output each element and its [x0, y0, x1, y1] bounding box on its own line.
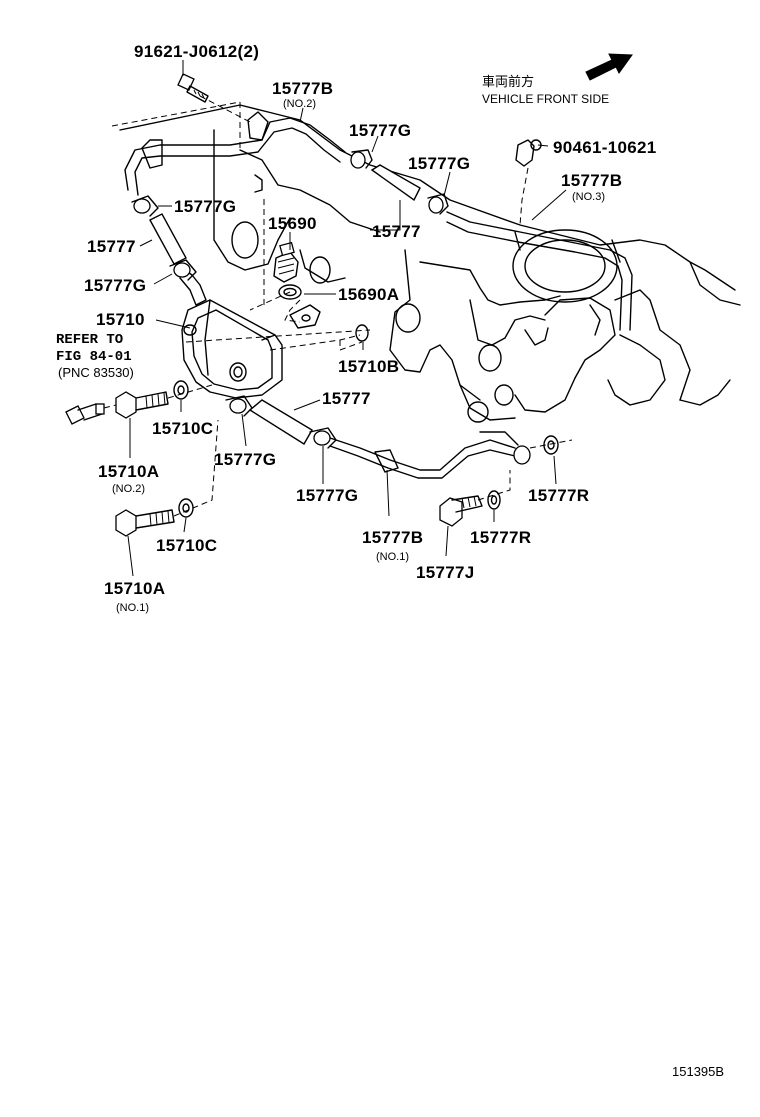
water-hoses: [124, 111, 633, 479]
gasket-15690A: [278, 284, 302, 300]
illustration-code: 151395B: [672, 1064, 724, 1079]
oil-cooler: [181, 299, 283, 399]
valve-15690: [273, 241, 299, 283]
front-direction-arrow-icon: [585, 53, 633, 81]
label-15777B-no3: 15777B: [561, 171, 622, 190]
label-15710A-no1-sub: (NO.1): [116, 602, 149, 614]
label-15710: 15710: [96, 310, 145, 329]
hardware: [65, 73, 559, 537]
engine-block-illustration: [119, 104, 741, 423]
label-15710A-no2-sub: (NO.2): [112, 483, 145, 495]
label-15777G-left2: 15777G: [84, 276, 146, 295]
pressure-sensor: [65, 403, 105, 425]
label-15777-mid: 15777: [322, 389, 371, 408]
label-15710C-lower: 15710C: [156, 536, 217, 555]
label-90461: 90461-10621: [553, 138, 657, 157]
label-15710A-no1: 15710A: [104, 579, 165, 598]
clamp-15777G-lower: [225, 395, 253, 417]
bolt-15710A-no2: [115, 391, 169, 419]
gasket-15777R-right: [543, 435, 559, 455]
label-15710B: 15710B: [338, 357, 399, 376]
label-15690A: 15690A: [338, 285, 399, 304]
bolt-15710A-no1: [115, 509, 175, 537]
label-15777-top: 15777: [372, 222, 421, 241]
bolt-91621: [177, 73, 209, 103]
label-15777B-no2-sub: (NO.2): [283, 98, 316, 110]
label-15777G-top2: 15777G: [408, 154, 470, 173]
bolt-90461: [515, 139, 542, 167]
refer-line-1: REFER TO: [56, 332, 123, 348]
clamp-15777G-top: [350, 149, 373, 169]
gasket-15777R-lower: [487, 490, 501, 510]
label-15777-left: 15777: [87, 237, 136, 256]
label-15777R-right: 15777R: [528, 486, 589, 505]
leader-lines: [127, 60, 567, 577]
union-bolt-15777J: [439, 495, 483, 527]
label-15777G-lower: 15777G: [214, 450, 276, 469]
refer-line-2: FIG 84-01: [56, 349, 132, 365]
clamp-15777G-bottom: [309, 427, 337, 449]
label-15777B-no2: 15777B: [272, 79, 333, 98]
clamp-15777G-left: [131, 195, 159, 217]
label-15777G-top: 15777G: [349, 121, 411, 140]
washer-15710C-lower: [178, 498, 194, 518]
refer-line-3: (PNC 83530): [58, 365, 134, 380]
label-15710C-upper: 15710C: [152, 419, 213, 438]
label-91621: 91621-J0612(2): [134, 42, 259, 61]
label-15777G-left: 15777G: [174, 197, 236, 216]
label-15777B-no3-sub: (NO.3): [572, 191, 605, 203]
washer-15710C-upper: [173, 380, 189, 400]
clamp-15777G-top2: [427, 193, 449, 215]
oring-15710B: [355, 324, 369, 342]
label-15777J: 15777J: [416, 563, 475, 582]
label-15777B-no1-sub: (NO.1): [376, 551, 409, 563]
label-15690: 15690: [268, 214, 317, 233]
label-15777G-bottom: 15777G: [296, 486, 358, 505]
assembly-guide-lines: [103, 95, 573, 517]
label-15777R-lower: 15777R: [470, 528, 531, 547]
clamp-15777G-left2: [169, 259, 197, 281]
label-15710A-no2: 15710A: [98, 462, 159, 481]
label-15777B-no1: 15777B: [362, 528, 423, 547]
vehicle-front-jp: 車両前方: [482, 74, 534, 89]
vehicle-front-side: VEHICLE FRONT SIDE: [482, 92, 609, 106]
